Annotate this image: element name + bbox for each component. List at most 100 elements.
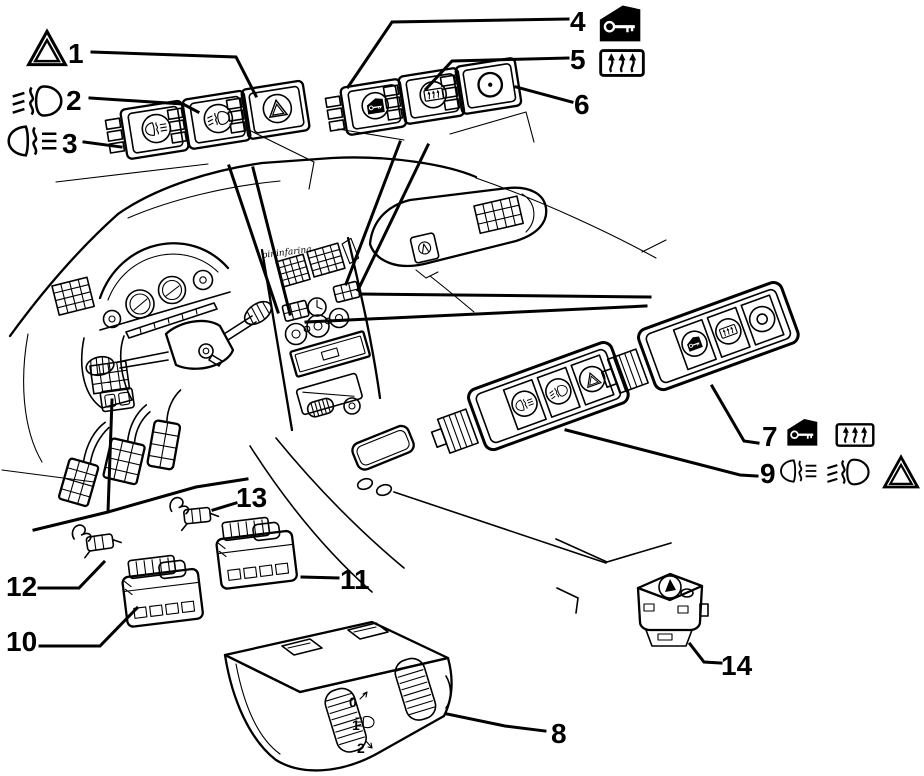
group1-shelf-lines xyxy=(55,130,315,190)
single-switch-14 xyxy=(636,572,709,647)
cigarette-lighter-inner xyxy=(348,402,356,410)
callout-6: 6 xyxy=(574,89,590,120)
hazard-warning-icon xyxy=(582,370,602,389)
front-fog-switch xyxy=(166,89,252,150)
stack-vent-2 xyxy=(306,237,360,278)
dash-top-edge xyxy=(8,156,478,338)
callout-12: 12 xyxy=(6,571,37,602)
door-lock-switch xyxy=(324,78,408,136)
part14-locator-lines xyxy=(555,538,672,614)
switch-bank-a xyxy=(281,299,310,322)
clock-hands xyxy=(316,299,323,310)
heated-rear-window-icon xyxy=(423,87,445,102)
door-lock-key-icon xyxy=(365,96,386,115)
clutch-pedal xyxy=(57,421,110,508)
rear-fog-light-icon xyxy=(780,459,818,483)
leveler-arrow-up xyxy=(359,691,368,700)
dash-top-inner-line xyxy=(127,180,281,219)
leveler-wheel-right xyxy=(394,657,437,721)
console-oval-2 xyxy=(375,483,393,497)
front-fog-light-icon xyxy=(11,85,63,117)
dashboard-sketch: pininfarina xyxy=(1,111,672,614)
cluster-base xyxy=(99,291,231,331)
console-tray xyxy=(351,424,415,471)
left-vent-grid xyxy=(51,276,95,316)
callout-10: 10 xyxy=(6,626,37,657)
leader-lines xyxy=(32,17,760,733)
hazard-switch xyxy=(225,79,311,140)
callout-13: 13 xyxy=(236,482,267,513)
callout-4: 4 xyxy=(570,6,586,37)
heated-rear-window-switch xyxy=(382,67,466,125)
wiring-clip-12 xyxy=(71,524,122,559)
heated-rear-window-icon xyxy=(718,323,739,340)
switch-panel-locks-demist xyxy=(600,281,800,394)
odometer-strip xyxy=(125,302,218,339)
leader-4 xyxy=(345,17,570,90)
callout-2: 2 xyxy=(66,85,82,116)
stack-left-edge xyxy=(260,248,294,432)
ashtray-roller xyxy=(306,397,335,418)
leader-group1-to-dash xyxy=(227,164,292,316)
leader-1 xyxy=(90,50,259,99)
leader-11 xyxy=(300,575,340,580)
cigarette-lighter xyxy=(343,397,361,415)
front-fog-light-icon xyxy=(826,458,870,486)
rear-fog-light-icon xyxy=(144,119,169,138)
leader-8 xyxy=(445,712,547,733)
rear-fog-light-icon xyxy=(513,395,536,413)
leader-harness-to-connectors xyxy=(32,398,249,532)
steering-column xyxy=(85,300,273,377)
blank-circle-icon xyxy=(475,70,505,100)
door-lock-key-icon xyxy=(599,4,642,43)
brake-pedal xyxy=(102,404,151,486)
hazard-warning-icon xyxy=(266,98,288,118)
callout-5: 5 xyxy=(570,44,586,75)
leader-9 xyxy=(564,428,759,478)
clock xyxy=(307,297,327,317)
leader-14 xyxy=(687,641,723,665)
console-oval-1 xyxy=(356,477,374,491)
radio-slot xyxy=(289,330,371,378)
leader-13 xyxy=(211,501,238,512)
leveler-mark-1: 1 xyxy=(352,717,360,733)
gauges xyxy=(102,269,218,339)
door-lock-key-icon xyxy=(786,418,818,447)
leader-6 xyxy=(514,85,574,104)
connector-block-11 xyxy=(215,516,298,590)
leader-3 xyxy=(82,140,123,149)
door-lock-key-icon xyxy=(685,335,704,352)
hazard-warning-icon xyxy=(27,29,67,67)
leader-7 xyxy=(709,383,760,445)
callout-1: 1 xyxy=(68,38,84,69)
callout-3: 3 xyxy=(62,128,78,159)
group2-shelf-lines xyxy=(337,111,535,143)
blank-circle-icon xyxy=(756,313,768,325)
leader-group2-to-dash xyxy=(344,140,431,293)
accelerator-pedal xyxy=(146,389,182,471)
switch-panel-fog-hazard xyxy=(430,341,630,454)
leveler-arrow-down xyxy=(365,740,373,749)
leader-10 xyxy=(38,605,140,648)
leader-console-to-14 xyxy=(393,491,607,564)
bolster-vent-grid xyxy=(89,360,131,395)
callout-numbers: 1 2 3 4 5 6 7 8 9 10 11 12 13 14 xyxy=(6,6,778,749)
leveler-mark-0: 0 xyxy=(349,694,357,710)
callout-11: 11 xyxy=(340,564,370,595)
switch-group-lock-demist xyxy=(324,57,523,136)
dash-pad-slab xyxy=(368,186,548,313)
callout-14: 14 xyxy=(721,650,753,681)
tunnel-lines xyxy=(249,437,405,593)
windshield-base-line xyxy=(475,177,667,259)
front-fog-light-icon xyxy=(206,109,231,128)
wiring-clip-13 xyxy=(169,496,220,532)
leader-12 xyxy=(37,559,107,590)
blank-switch xyxy=(439,57,523,115)
heated-rear-window-icon xyxy=(835,423,875,447)
left-body-lines xyxy=(1,333,95,483)
leveler-wheel-left xyxy=(324,687,367,753)
slab-switch-location xyxy=(409,232,440,264)
callout-7: 7 xyxy=(762,421,778,452)
